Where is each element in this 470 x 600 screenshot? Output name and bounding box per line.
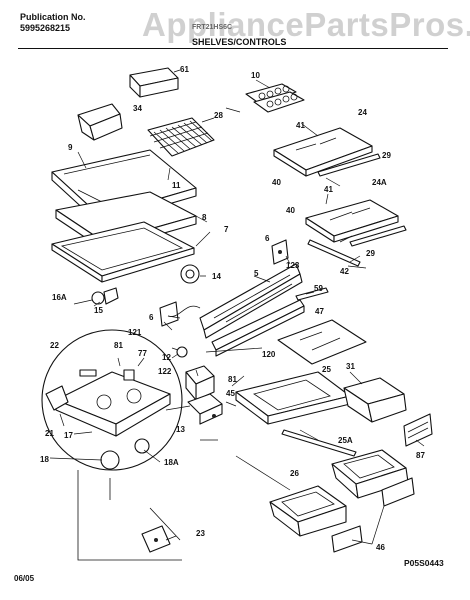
label-8: 8 (202, 213, 207, 222)
label-42: 42 (340, 267, 349, 276)
part-7-bottom-shelf[interactable] (51, 221, 195, 283)
part-13-damper[interactable] (187, 393, 223, 425)
label-23: 23 (196, 529, 205, 538)
part-25A-strip[interactable] (281, 429, 357, 457)
publication-label: Publication No. (20, 12, 86, 22)
label-40-bottom: 40 (286, 206, 295, 215)
model-number: FRT21HS6C (192, 24, 233, 31)
label-10: 10 (251, 71, 260, 80)
label-81-upper: 81 (114, 341, 123, 350)
part-59-strip[interactable] (295, 287, 329, 301)
label-6-lower: 6 (149, 313, 154, 322)
part-10-egg-trays[interactable] (245, 83, 305, 113)
label-45: 45 (226, 389, 235, 398)
control-housing-detail[interactable] (41, 329, 183, 471)
label-41-bottom: 41 (324, 185, 333, 194)
label-24A: 24A (372, 178, 387, 187)
part-31-bin[interactable] (343, 377, 407, 423)
part-47-glass-panel[interactable] (277, 319, 367, 365)
label-26: 26 (290, 469, 299, 478)
label-16A: 16A (52, 293, 67, 302)
part-120-rail[interactable] (211, 299, 305, 357)
label-40-top: 40 (272, 178, 281, 187)
label-31: 31 (346, 362, 355, 371)
label-21: 21 (45, 429, 54, 438)
part-25-crisper-frame[interactable] (235, 371, 351, 425)
part-12-sensor[interactable] (171, 346, 188, 358)
part-15-lamp-socket[interactable] (91, 287, 119, 305)
label-18A: 18A (164, 458, 179, 467)
label-41-top: 41 (296, 121, 305, 130)
label-25: 25 (322, 365, 331, 374)
label-120: 120 (262, 350, 276, 359)
label-28: 28 (214, 111, 223, 120)
label-12: 12 (162, 353, 171, 362)
label-29-bottom: 29 (366, 249, 375, 258)
part-28-wire-shelf[interactable] (147, 117, 215, 157)
label-17: 17 (64, 431, 73, 440)
part-26-drawer-left[interactable] (269, 485, 347, 537)
label-29-top: 29 (382, 151, 391, 160)
part-6-bracket[interactable] (271, 239, 289, 265)
label-7: 7 (224, 225, 229, 234)
label-9: 9 (68, 143, 73, 152)
label-25A: 25A (338, 436, 353, 445)
label-18: 18 (40, 455, 49, 464)
part-24A-glass-shelf[interactable] (305, 199, 407, 267)
part-46-front-left[interactable] (331, 525, 363, 553)
part-23-hinge-area[interactable] (77, 470, 182, 561)
label-14: 14 (212, 272, 221, 281)
diagram-code: P05S0443 (404, 558, 444, 568)
part-34-bin[interactable] (77, 103, 123, 141)
part-14-knob[interactable] (180, 264, 200, 284)
label-123: 123 (286, 261, 300, 270)
label-11: 11 (172, 181, 181, 190)
label-59: 59 (314, 284, 323, 293)
publication-number: 5995268215 (20, 23, 71, 33)
label-46: 46 (376, 543, 385, 552)
label-47: 47 (315, 307, 324, 316)
label-122: 122 (158, 367, 172, 376)
label-22: 22 (50, 341, 59, 350)
label-121: 121 (128, 328, 142, 337)
part-24-glass-shelf[interactable] (273, 127, 381, 177)
watermark: AppliancePartsPros.com (142, 6, 470, 43)
label-5: 5 (254, 269, 259, 278)
label-6-upper: 6 (265, 234, 270, 243)
part-46-front-right[interactable] (381, 477, 415, 507)
label-24: 24 (358, 108, 367, 117)
part-6-121-control[interactable] (159, 301, 201, 327)
part-61-tray[interactable] (129, 67, 179, 98)
label-81-lower: 81 (228, 375, 237, 384)
label-87: 87 (416, 451, 425, 460)
footer-date: 06/05 (14, 574, 35, 583)
section-title: SHELVES/CONTROLS (192, 37, 287, 47)
label-61: 61 (180, 65, 189, 74)
part-87-front[interactable] (403, 413, 433, 447)
title-rule (18, 48, 448, 49)
label-15: 15 (94, 306, 103, 315)
label-34: 34 (133, 104, 142, 113)
label-13: 13 (176, 425, 185, 434)
part-26-drawer-right[interactable] (331, 449, 409, 499)
label-77: 77 (138, 349, 147, 358)
part-5-control-rail[interactable] (199, 263, 303, 339)
